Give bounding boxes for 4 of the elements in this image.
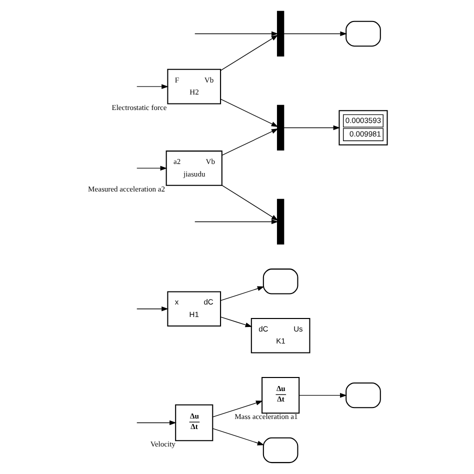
node-label: Electrostatic force	[112, 102, 167, 112]
node-label: Measured acceleration a2	[88, 184, 166, 194]
node-label: Mass acceleration a1	[234, 412, 298, 422]
node-label: Velocity	[150, 440, 176, 449]
